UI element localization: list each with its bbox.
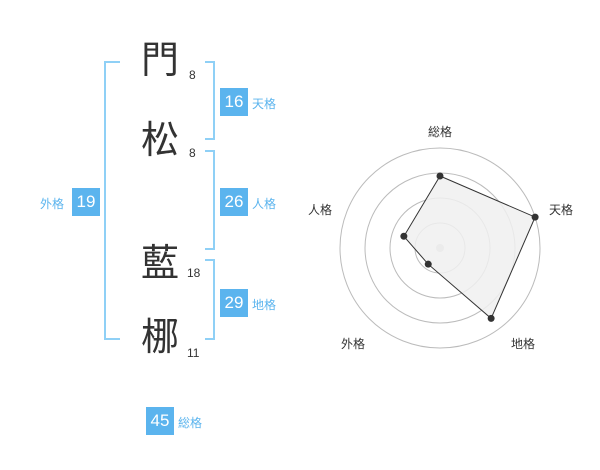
radar-point-4 (400, 232, 408, 240)
gaikaku-label: 外格 (40, 197, 65, 211)
radar-axis-label-tenkaku: 天格 (549, 203, 574, 217)
gaikaku-value: 19 (72, 188, 100, 216)
jinkaku-bracket (205, 150, 215, 250)
name-char-4: 梛 (141, 315, 180, 359)
radar-axis-label-gaikaku: 外格 (341, 337, 366, 351)
radar-area (403, 175, 536, 320)
radar-point-0 (436, 172, 444, 180)
radar-axis-label-jinkaku: 人格 (308, 203, 333, 217)
radar-axis-label-soukaku: 総格 (428, 125, 453, 139)
stroke-count-1: 8 (189, 68, 196, 82)
chikaku-label: 地格 (252, 298, 277, 312)
name-char-1: 門 (141, 38, 180, 82)
jinkaku-value: 26 (220, 188, 248, 216)
tenkaku-label: 天格 (252, 97, 277, 111)
gaikaku-bracket (104, 61, 120, 340)
radar-point-2 (487, 314, 495, 322)
tenkaku-value: 16 (220, 88, 248, 116)
stroke-count-2: 8 (189, 146, 196, 160)
soukaku-value: 45 (146, 407, 174, 435)
stroke-count-3: 18 (187, 266, 201, 280)
chikaku-bracket (205, 259, 215, 340)
radar-point-1 (531, 213, 539, 221)
name-char-2: 松 (141, 118, 180, 162)
name-char-3: 藍 (141, 241, 180, 285)
radar-axis-label-chikaku: 地格 (511, 337, 536, 351)
chikaku-value: 29 (220, 289, 248, 317)
radar-point-3 (424, 260, 432, 268)
radar-ring (339, 147, 541, 349)
tenkaku-bracket (205, 61, 215, 140)
soukaku-label: 総格 (178, 416, 203, 430)
jinkaku-label: 人格 (252, 197, 277, 211)
stroke-count-4: 11 (187, 346, 200, 360)
